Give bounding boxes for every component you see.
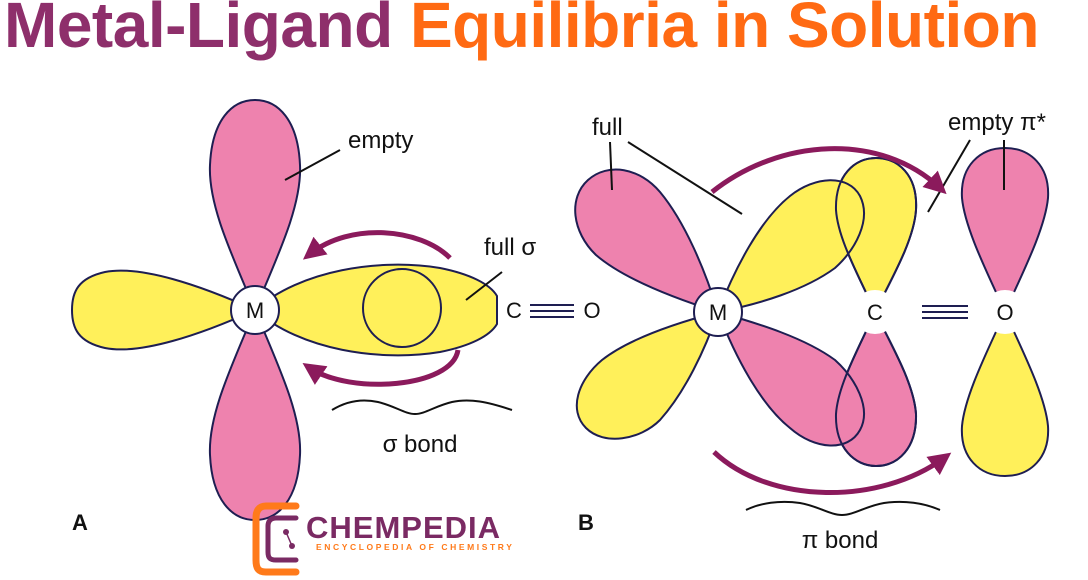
atom-o-b-label: O [996, 300, 1013, 325]
lobe-a-bottom-pink [208, 309, 302, 521]
atom-c-b [853, 290, 897, 334]
sigma-overlap-circle [362, 268, 442, 348]
label-pi-bond: π bond [802, 527, 879, 554]
panel-b: M C O full empty π* π bond B [574, 109, 1050, 554]
lobe-m-upper-left-pink [574, 168, 719, 313]
triple-bond-b [922, 305, 968, 319]
logo-tagline: ENCYCLOPEDIA OF CHEMISTRY [316, 542, 515, 552]
atom-m-b [693, 287, 743, 337]
label-empty: empty [348, 127, 413, 154]
atom-m-b-label: M [709, 300, 727, 325]
title-part-metal-ligand: Metal-Ligand [4, 0, 393, 61]
lobe-o-bottom-yellow [960, 311, 1050, 477]
label-sigma-bond: σ bond [383, 431, 458, 458]
donation-arrow-bottom [302, 349, 461, 387]
lobe-m-upper-right-yellow [717, 179, 865, 313]
lobe-a-right-yellow [254, 263, 498, 357]
atom-o-a-label: O [583, 298, 600, 323]
atom-o-b [983, 290, 1027, 334]
atom-c-b-label: C [867, 300, 883, 325]
lobe-a-top-pink [208, 99, 302, 311]
logo-name: CHEMPEDIA [306, 510, 501, 545]
backdonation-arrow-top [710, 146, 947, 195]
page-title: Metal-Ligand Equilibria in Solution [4, 0, 1039, 62]
logo-emblem-icon [252, 502, 300, 576]
panel-b-label: B [578, 510, 594, 535]
leader-full-sigma [465, 271, 503, 301]
label-full-sigma: full σ [484, 234, 536, 261]
atom-c-a-label: C [506, 298, 522, 323]
atom-m-a [230, 285, 280, 335]
label-empty-pi: empty π* [948, 109, 1046, 136]
atom-m-a-label: M [246, 298, 264, 323]
donation-arrow-top [302, 230, 452, 260]
leader-empty-a [284, 149, 341, 181]
leader-empty-pi-1 [927, 139, 971, 213]
lobe-m-lower-left-yellow [575, 311, 719, 440]
leader-full-1 [609, 141, 613, 191]
title-part-equilibria: Equilibria in Solution [409, 0, 1039, 61]
pi-bond-brace [745, 500, 941, 517]
leader-full-2 [627, 141, 743, 215]
panel-a-label: A [72, 510, 88, 535]
chempedia-logo: CHEMPEDIA ENCYCLOPEDIA OF CHEMISTRY [252, 502, 515, 576]
triple-bond-a [530, 304, 574, 318]
label-full: full [592, 114, 623, 141]
lobe-a-left-yellow [71, 269, 256, 351]
sigma-bond-brace [331, 399, 513, 416]
panel-a: M C O empty full σ σ bond A [71, 99, 601, 535]
backdonation-arrow-bottom [712, 450, 952, 496]
lobe-m-lower-right-pink [717, 311, 865, 447]
